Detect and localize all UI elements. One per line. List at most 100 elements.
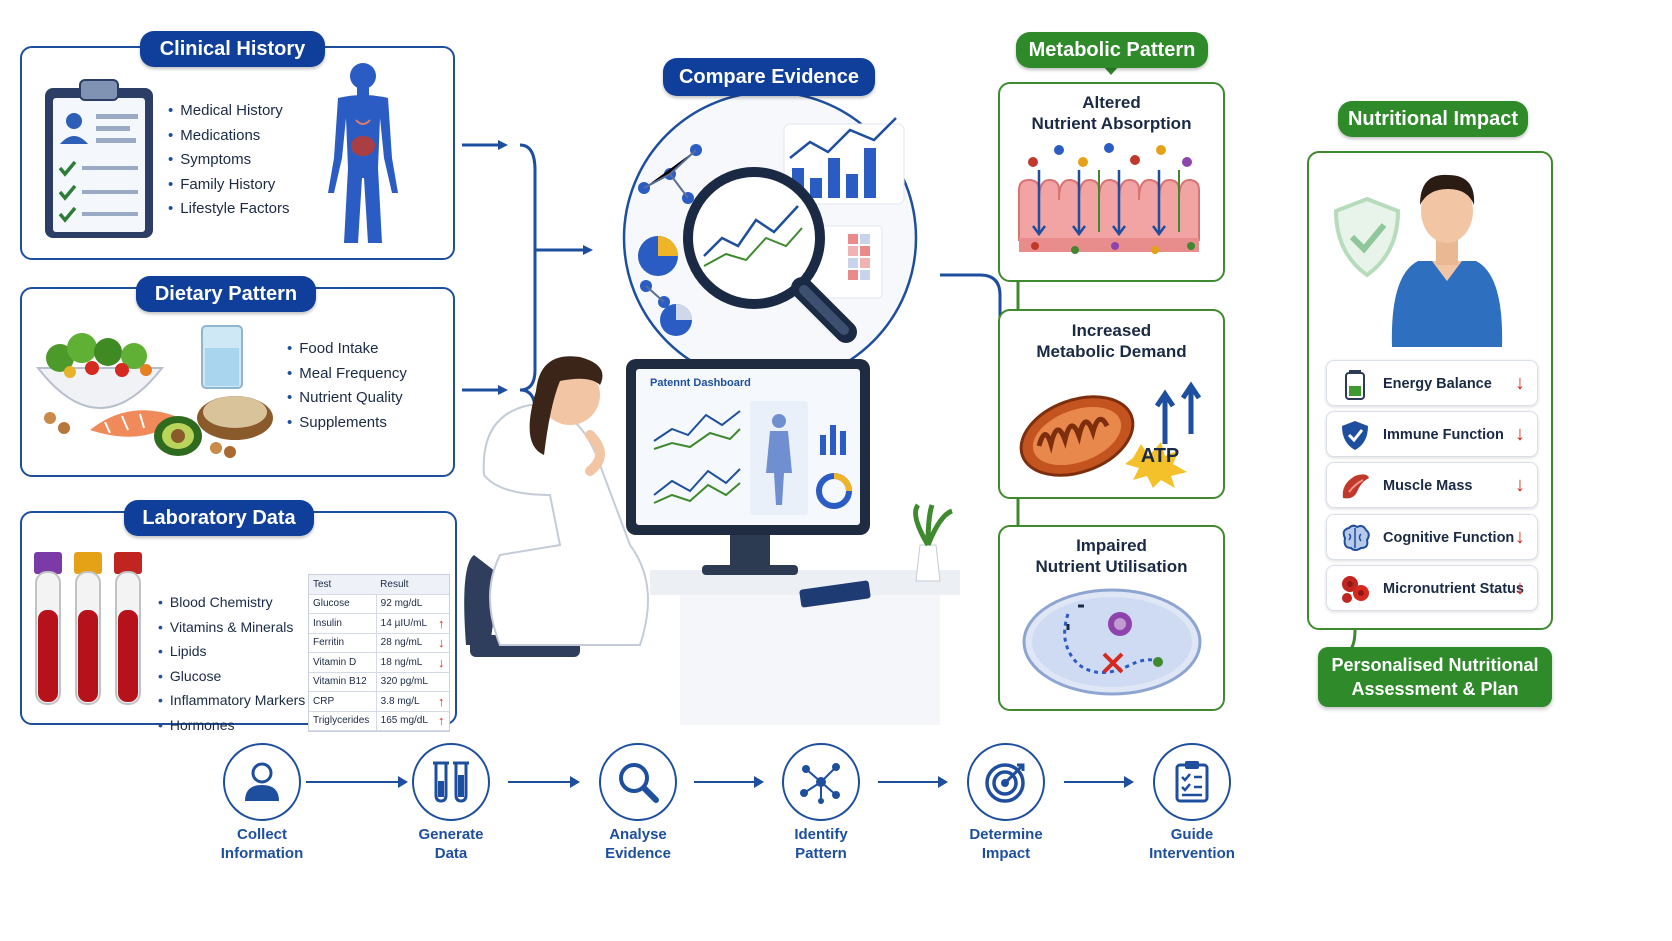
box-title-line: Increased: [1071, 321, 1152, 340]
compare-evidence-title: Compare Evidence: [663, 58, 875, 96]
down-arrow-icon: ↓: [1515, 526, 1525, 548]
table-cell: Vitamin D: [309, 652, 377, 673]
step-arrow: [694, 776, 764, 788]
step-label: Guide Intervention: [1122, 825, 1262, 863]
test-tubes-icon: [433, 761, 469, 803]
impact-row-energy-balance: Energy Balance ↓: [1326, 360, 1538, 406]
list-item: Food Intake: [287, 337, 407, 362]
step-label-line: Generate: [418, 826, 484, 843]
step-identify-pattern: [782, 743, 860, 821]
impact-label: Energy Balance: [1383, 376, 1492, 392]
step-generate-data: [412, 743, 490, 821]
step-arrow: [306, 776, 408, 788]
impact-label: Immune Function: [1383, 427, 1504, 443]
trend-arrow: ↓: [433, 633, 449, 653]
step-label-line: Identify: [794, 826, 848, 843]
list-item: Lipids: [158, 639, 305, 664]
nutritional-impact-title: Nutritional Impact: [1338, 101, 1528, 137]
list-item: Glucose: [158, 664, 305, 689]
table-row: CRP 3.8 mg/L ↑: [309, 691, 449, 712]
step-label-line: Intervention: [1149, 845, 1235, 862]
step-guide-intervention: [1153, 743, 1231, 821]
dietary-pattern-title: Dietary Pattern: [136, 276, 316, 312]
step-label-line: Information: [220, 845, 304, 862]
healthy-food-icon: [35, 325, 273, 458]
trend-arrow: ↑: [433, 691, 449, 712]
table-cell: 3.8 mg/L: [375, 691, 434, 712]
patient-avatar: [1391, 174, 1503, 347]
list-item: Lifestyle Factors: [168, 197, 289, 222]
impact-label: Muscle Mass: [1383, 478, 1473, 494]
down-arrow-icon: ↓: [1515, 423, 1525, 445]
mitochondria-icon: [1019, 381, 1202, 488]
list-item: Blood Chemistry: [158, 590, 305, 615]
magnifier-icon: [619, 763, 659, 803]
target-icon: [985, 763, 1025, 803]
table-cell: Ferritin: [309, 633, 377, 653]
table-cell: CRP: [309, 691, 377, 712]
trend-arrow: ↑: [433, 711, 449, 731]
evidence-analysis-illustration: [622, 90, 918, 386]
step-label-line: Guide: [1170, 826, 1214, 843]
step-label-line: Pattern: [795, 845, 847, 862]
user-icon: [245, 762, 279, 801]
plan-line: Personalised Nutritional: [1331, 655, 1539, 675]
laboratory-data-title: Laboratory Data: [124, 500, 314, 536]
list-item: Meal Frequency: [287, 362, 407, 387]
impact-row-micronutrient-status: Micronutrient Status ↓: [1326, 565, 1538, 611]
trend-arrow: ↓: [433, 652, 449, 673]
box-title-line: Metabolic Demand: [1036, 342, 1187, 361]
trend-arrow: [433, 594, 449, 614]
shield-icon: [1342, 421, 1368, 450]
trend-arrow: [433, 672, 449, 692]
personalised-plan-badge: Personalised Nutritional Assessment & Pl…: [1318, 647, 1552, 707]
trend-arrow: ↑: [433, 613, 449, 634]
impact-label: Cognitive Function: [1383, 530, 1515, 546]
impact-row-cognitive-function: Cognitive Function ↓: [1326, 514, 1538, 560]
table-header: Result: [376, 575, 449, 595]
box-title: Altered Nutrient Absorption: [998, 92, 1225, 134]
box-title-line: Altered: [1082, 93, 1141, 112]
table-row: Glucose 92 mg/dL: [309, 594, 449, 614]
step-label-line: Analyse: [609, 826, 667, 843]
muscle-icon: [1342, 474, 1369, 499]
dashboard-title: Patennt Dashboard: [650, 377, 751, 389]
step-label: Determine Impact: [936, 825, 1076, 863]
title-pointer-triangle: [1103, 66, 1119, 75]
table-cell: Insulin: [309, 613, 377, 634]
step-label-line: Data: [434, 845, 468, 862]
list-item: Symptoms: [168, 148, 289, 173]
list-item: Hormones: [158, 713, 305, 738]
box-title: Impaired Nutrient Utilisation: [998, 535, 1225, 577]
atp-badge: ATP: [1140, 445, 1180, 467]
step-arrow: [508, 776, 580, 788]
brain-icon: [1342, 524, 1370, 551]
box-title: Increased Metabolic Demand: [998, 320, 1225, 362]
down-arrow-icon: ↓: [1515, 474, 1525, 496]
down-arrow-icon: ↓: [1515, 577, 1525, 599]
clinician-at-computer-illustration: [464, 356, 960, 725]
table-cell: 320 pg/mL: [375, 672, 434, 692]
table-cell: Triglycerides: [309, 711, 377, 731]
lab-results-table-wrap: Test Result Glucose 92 mg/dL Insulin 14 …: [308, 574, 450, 732]
step-label: Analyse Evidence: [568, 825, 708, 863]
dietary-pattern-list: Food Intake Meal Frequency Nutrient Qual…: [287, 337, 407, 435]
step-label-line: Evidence: [605, 845, 671, 862]
metabolic-pattern-title: Metabolic Pattern: [1016, 32, 1208, 68]
step-arrow: [1064, 776, 1134, 788]
box-title-line: Nutrient Utilisation: [1035, 557, 1188, 576]
table-cell: Glucose: [309, 594, 377, 614]
step-label-line: Impact: [981, 845, 1031, 862]
step-determine-impact: [967, 743, 1045, 821]
down-arrow-icon: ↓: [1515, 372, 1525, 394]
step-label-line: Determine: [969, 826, 1043, 843]
table-cell: 18 ng/mL: [375, 652, 434, 673]
test-tubes-icon: [34, 552, 142, 705]
list-item: Family History: [168, 173, 289, 198]
laboratory-data-list: Blood Chemistry Vitamins & Minerals Lipi…: [158, 590, 305, 737]
table-cell: Vitamin B12: [309, 672, 377, 692]
step-label-line: Collect: [236, 826, 287, 843]
network-icon: [800, 763, 840, 804]
box-title-line: Nutrient Absorption: [1031, 114, 1192, 133]
step-analyse-evidence: [599, 743, 677, 821]
